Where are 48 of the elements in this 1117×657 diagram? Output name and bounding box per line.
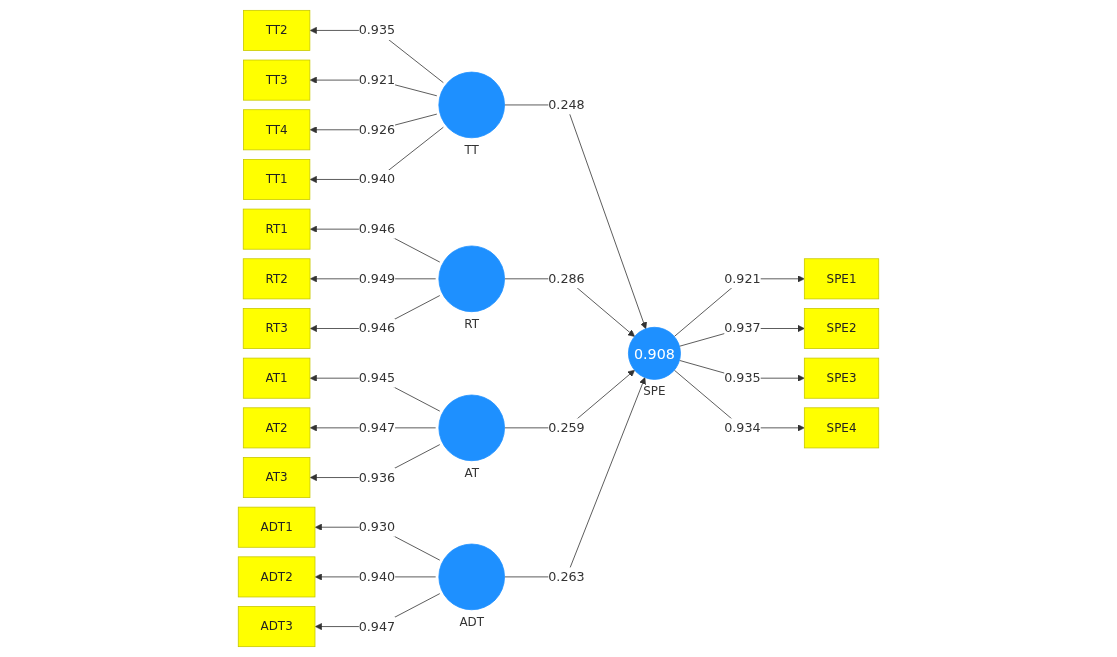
node-box: SPE4	[803, 407, 880, 449]
node-box: ADT3	[237, 606, 316, 648]
node-box: TT4	[243, 109, 311, 151]
node-box: TT1	[243, 159, 311, 200]
edge-label: 0.926	[358, 121, 396, 137]
node-box: SPE1	[803, 258, 880, 300]
node-box: TT2	[243, 9, 311, 51]
node-box: RT3	[242, 308, 311, 349]
node-box: ADT2	[237, 556, 316, 598]
node-box: SPE2	[803, 308, 880, 349]
edge-label: 0.930	[358, 519, 396, 535]
edge-label: 0.259	[548, 419, 585, 436]
construct-name: RT	[464, 316, 480, 331]
edge-label: 0.946	[358, 320, 396, 336]
edge-label: 0.947	[358, 618, 396, 634]
edge-label: 0.921	[358, 72, 396, 88]
edge-label: 0.947	[358, 419, 396, 436]
edge-label: 0.934	[724, 419, 761, 436]
edge-label: 0.921	[724, 270, 761, 286]
node-circle: 0.908	[628, 326, 681, 380]
node-box: AT3	[242, 457, 311, 498]
construct-name: AT	[464, 465, 479, 480]
edge-label: 0.946	[358, 221, 396, 237]
node-box: RT2	[242, 258, 311, 300]
edge-label: 0.286	[548, 270, 585, 286]
node-circle	[438, 71, 505, 139]
edge-label: 0.937	[724, 320, 761, 336]
edge-label: 0.949	[358, 270, 396, 286]
node-circle	[438, 394, 505, 462]
edge-label: 0.945	[358, 370, 396, 386]
edge-label: 0.940	[358, 171, 396, 187]
edge-label: 0.248	[548, 97, 585, 113]
node-box: ADT1	[237, 506, 316, 548]
node-box: RT1	[242, 208, 311, 250]
edge-label: 0.263	[548, 568, 585, 585]
node-circle	[438, 543, 505, 611]
node-box: TT3	[243, 59, 311, 101]
construct-name: TT	[464, 142, 479, 157]
node-circle	[438, 245, 505, 313]
node-box: AT2	[242, 407, 311, 449]
edge-label: 0.935	[724, 370, 761, 386]
construct-name: SPE	[643, 384, 666, 399]
edge-label: 0.935	[358, 22, 396, 38]
construct-name: ADT	[459, 614, 484, 629]
node-box: AT1	[242, 357, 311, 399]
node-box: SPE3	[803, 357, 880, 399]
edge-label: 0.936	[358, 469, 396, 485]
edge-label: 0.940	[358, 568, 396, 585]
